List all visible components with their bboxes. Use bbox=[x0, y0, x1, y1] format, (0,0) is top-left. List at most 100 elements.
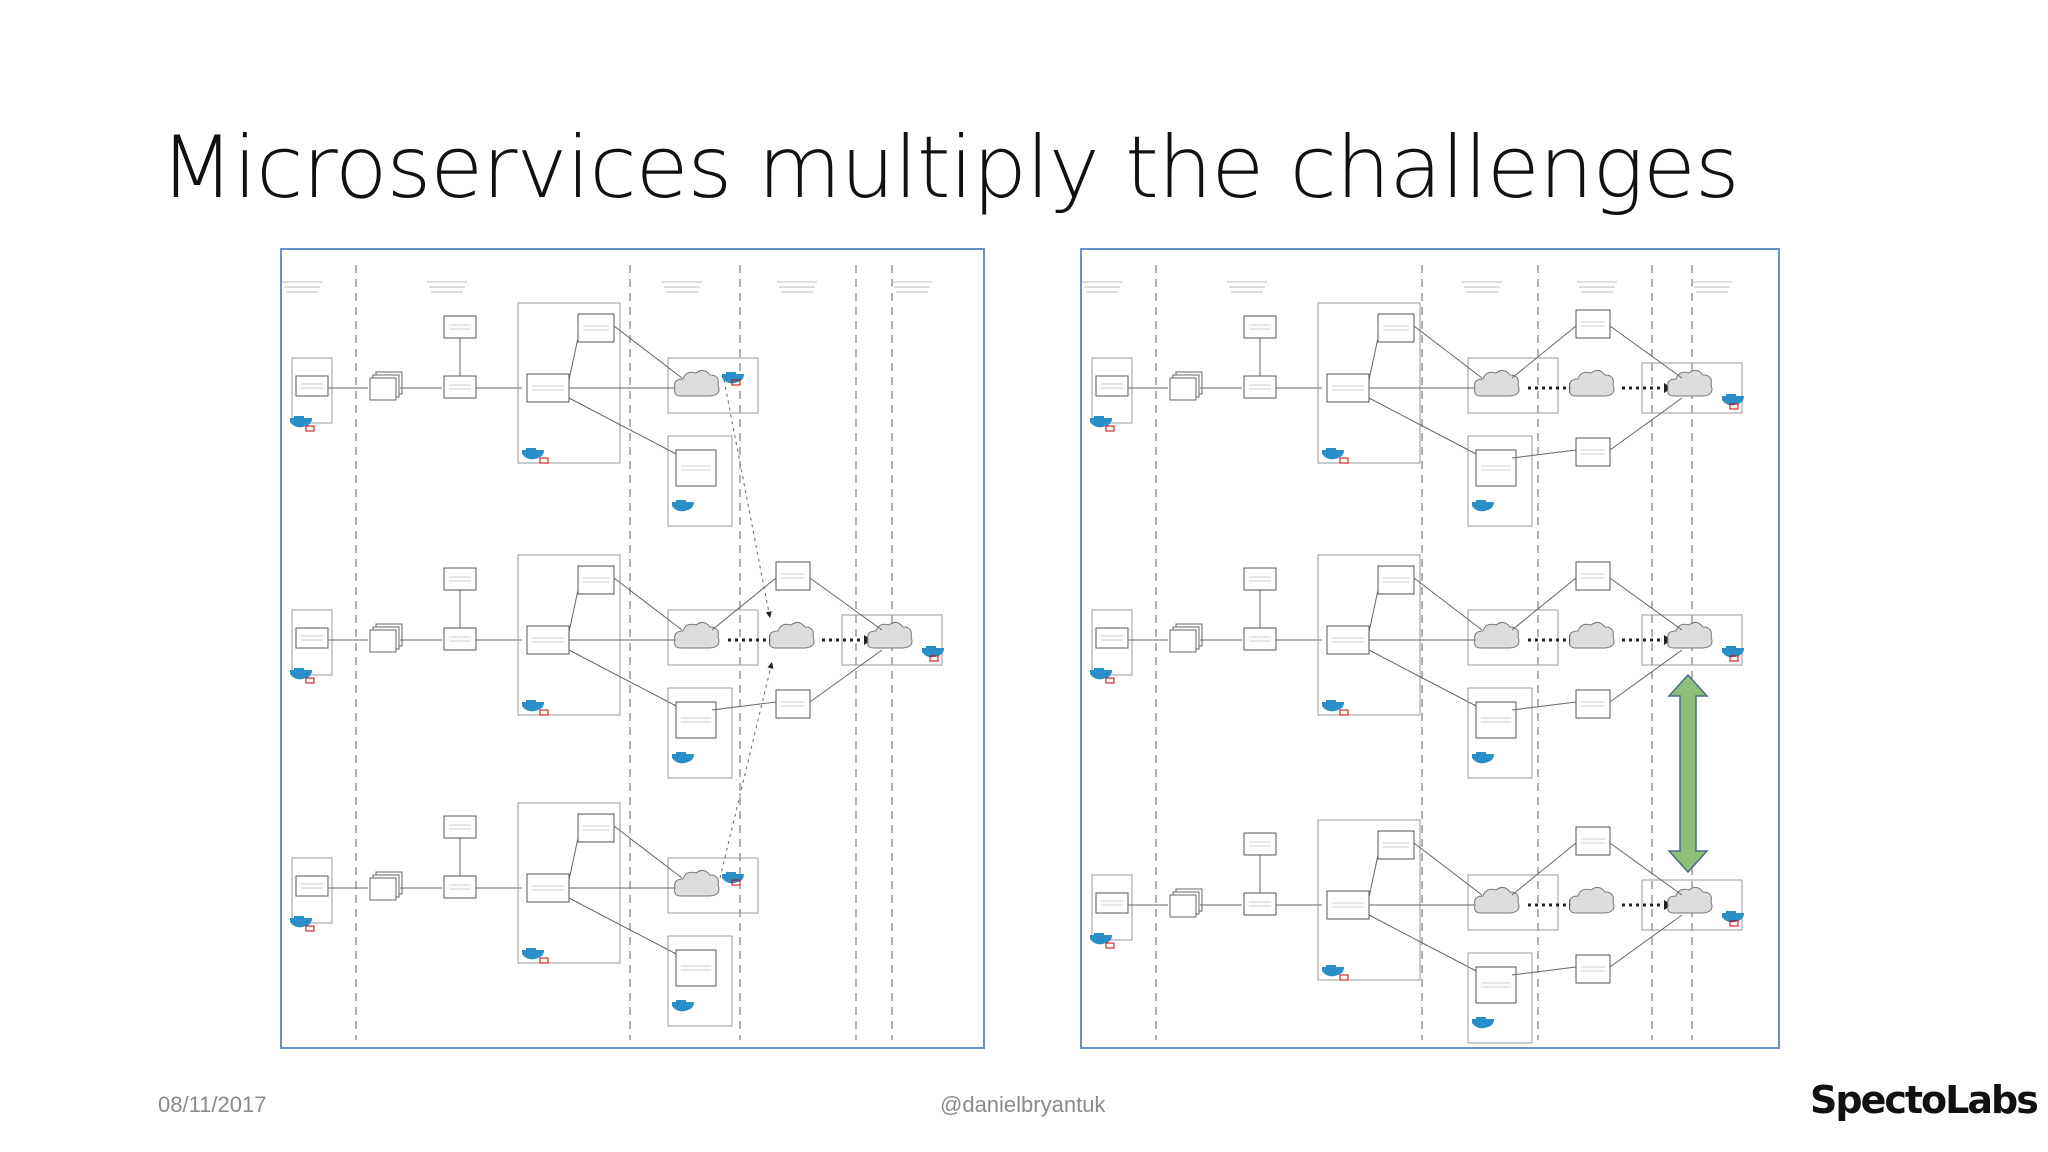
row3-connector bbox=[1511, 966, 1577, 976]
row1-origin-frame bbox=[1091, 357, 1133, 424]
row2-build-box bbox=[443, 627, 477, 651]
row1-badge-4 bbox=[1729, 403, 1739, 410]
row2-connector bbox=[809, 577, 883, 631]
double-headed-green-arrow bbox=[1667, 673, 1709, 874]
row1-badge bbox=[1105, 425, 1115, 432]
row2-badge bbox=[305, 677, 315, 684]
row2-env-cloud bbox=[674, 621, 720, 649]
row3-stage-frame bbox=[517, 802, 621, 964]
row2-test-box bbox=[675, 701, 717, 739]
row1-origin-box bbox=[295, 375, 329, 397]
row1-docker-icon-2-containers bbox=[1326, 448, 1336, 453]
row3-deploy-frame bbox=[667, 857, 759, 914]
row3-test-frame bbox=[1467, 952, 1533, 1044]
row1-env-cloud bbox=[674, 369, 720, 397]
row1-connector bbox=[1511, 325, 1577, 379]
row3-connector bbox=[1511, 842, 1577, 896]
row3-source-box bbox=[1243, 832, 1277, 856]
row2-docker-icon-2-containers bbox=[526, 700, 536, 705]
row3-origin-frame bbox=[1091, 874, 1133, 941]
row2-connector bbox=[568, 589, 579, 633]
row3-connector bbox=[613, 825, 683, 879]
left-diagram-canvas bbox=[282, 265, 944, 1040]
row3-origin-box bbox=[1095, 892, 1129, 914]
row3-origin-box bbox=[295, 875, 329, 897]
row2-connector bbox=[1609, 577, 1683, 631]
row2-origin-box bbox=[295, 627, 329, 649]
row2-test-frame bbox=[1467, 687, 1533, 779]
row1-connector bbox=[613, 325, 683, 379]
row2-package-box bbox=[1326, 625, 1370, 655]
row3-badge bbox=[305, 925, 315, 932]
row1-test-box bbox=[1475, 449, 1517, 487]
row2-test-box bbox=[1475, 701, 1517, 739]
row3-origin-frame bbox=[291, 857, 333, 924]
row1-artifact-stack bbox=[1169, 377, 1197, 401]
row3-connector bbox=[568, 837, 579, 881]
row3-test-box bbox=[675, 949, 717, 987]
cross-row-arrowhead-down bbox=[765, 611, 772, 618]
row3-test-box bbox=[1475, 966, 1517, 1004]
row1-docker-icon-4-containers bbox=[1726, 394, 1736, 399]
row3-connector bbox=[1609, 842, 1683, 896]
row1-deploy-frame bbox=[1467, 357, 1559, 414]
row2-monitor-box bbox=[1575, 561, 1611, 591]
row2-artifact-stack bbox=[1169, 629, 1197, 653]
row1-metrics-box bbox=[1575, 437, 1611, 467]
row2-connector bbox=[711, 701, 777, 711]
row1-docker-icon-3-containers bbox=[1476, 500, 1486, 505]
row3-build-box bbox=[443, 875, 477, 899]
row2-connector bbox=[1609, 649, 1683, 703]
row2-connector bbox=[1413, 577, 1483, 631]
row1-monitor-box bbox=[1575, 309, 1611, 339]
row1-connector bbox=[1368, 337, 1379, 381]
row2-package-box bbox=[526, 625, 570, 655]
row3-prod-frame bbox=[1641, 879, 1743, 931]
row2-metrics-box bbox=[775, 689, 811, 719]
row2-connector bbox=[613, 577, 683, 631]
row3-badge-2 bbox=[539, 957, 549, 964]
row1-badge-4 bbox=[731, 379, 741, 386]
row2-docker-icon-4-containers bbox=[1726, 646, 1736, 651]
row2-prod-cloud bbox=[867, 621, 913, 649]
row3-badge-4 bbox=[731, 879, 741, 886]
row1-badge bbox=[305, 425, 315, 432]
row3-registry-box bbox=[577, 813, 615, 843]
row1-docker-icon-4-containers bbox=[726, 372, 736, 377]
row3-badge-2 bbox=[1339, 974, 1349, 981]
row3-env-cloud bbox=[1474, 886, 1520, 914]
row3-docker-icon-4-containers bbox=[726, 872, 736, 877]
row2-docker-icon-containers bbox=[1094, 668, 1104, 673]
row3-package-box bbox=[1326, 890, 1370, 920]
right-pipeline-diagram bbox=[1080, 248, 1780, 1049]
row2-origin-box bbox=[1095, 627, 1129, 649]
row1-package-box bbox=[526, 373, 570, 403]
cross-row-dependency-down bbox=[723, 379, 771, 619]
author-handle: @danielbryantuk bbox=[940, 1092, 1106, 1117]
row1-staging-cloud bbox=[1569, 369, 1615, 397]
row1-docker-icon-containers bbox=[1094, 416, 1104, 421]
row3-package-box bbox=[526, 873, 570, 903]
row3-docker-icon-4-containers bbox=[1726, 911, 1736, 916]
row3-staging-cloud bbox=[1569, 886, 1615, 914]
row2-connector bbox=[1368, 649, 1481, 709]
row1-origin-frame bbox=[291, 357, 333, 424]
row3-connector bbox=[568, 897, 681, 957]
row2-connector bbox=[1511, 577, 1577, 631]
row1-docker-icon-3-containers bbox=[676, 500, 686, 505]
row1-test-frame bbox=[667, 435, 733, 527]
row1-connector bbox=[568, 397, 681, 457]
left-pipeline-diagram bbox=[280, 248, 985, 1049]
row1-package-box bbox=[1326, 373, 1370, 403]
row2-connector bbox=[568, 649, 681, 709]
row2-build-box bbox=[1243, 627, 1277, 651]
row1-env-cloud bbox=[1474, 369, 1520, 397]
row3-deploy-frame bbox=[1467, 874, 1559, 931]
row2-origin-frame bbox=[291, 609, 333, 676]
row1-connector bbox=[1609, 397, 1683, 451]
row3-docker-icon-containers bbox=[294, 916, 304, 921]
row3-monitor-box bbox=[1575, 826, 1611, 856]
row1-build-box bbox=[443, 375, 477, 399]
row1-connector bbox=[1609, 325, 1683, 379]
row3-docker-icon-3-containers bbox=[676, 1000, 686, 1005]
